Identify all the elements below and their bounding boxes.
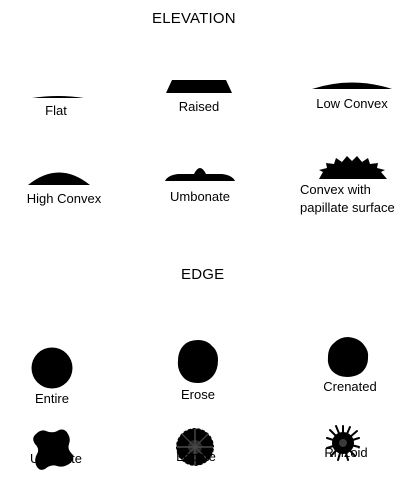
raised-label: Raised: [164, 99, 234, 115]
high-convex-elevation-icon: [26, 168, 92, 186]
entire-label: Entire: [22, 391, 82, 407]
convex-papillate-elevation-icon: [317, 156, 389, 180]
edge-heading: EDGE: [181, 266, 224, 283]
flat-label: Flat: [28, 103, 84, 119]
flat-elevation-icon: [30, 90, 86, 100]
low-convex-label: Low Convex: [300, 96, 404, 112]
lobate-label: Lobate: [168, 449, 224, 465]
undulate-label: Undulate: [20, 451, 92, 467]
entire-edge-icon: [30, 346, 74, 390]
high-convex-label: High Convex: [16, 191, 112, 207]
raised-elevation-icon: [164, 78, 234, 95]
rhizoid-label: Rhizoid: [312, 445, 380, 461]
elevation-heading: ELEVATION: [152, 10, 236, 27]
umbonate-label: Umbonate: [154, 189, 246, 205]
convex-papillate-label-line2: papillate surface: [300, 200, 416, 216]
crenated-edge-icon: [326, 336, 370, 378]
erose-edge-icon: [176, 339, 220, 385]
low-convex-elevation-icon: [310, 79, 394, 91]
erose-label: Erose: [170, 387, 226, 403]
umbonate-elevation-icon: [164, 167, 236, 182]
crenated-label: Crenated: [312, 379, 388, 395]
convex-papillate-label-line1: Convex with: [300, 182, 416, 198]
